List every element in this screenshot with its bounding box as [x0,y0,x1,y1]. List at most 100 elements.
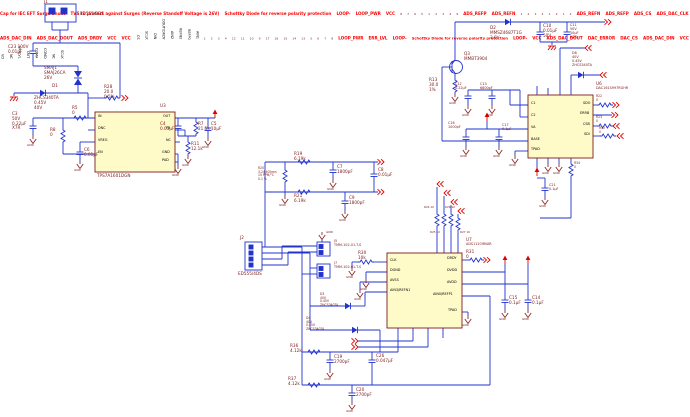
connector-j7 [316,263,331,279]
net-label-vcc: VCC [121,35,131,41]
net-label-ads-dac-din: ADS_DAC_DIN [0,35,32,41]
connector-j1 [44,3,77,23]
label-c21: C21 0.1µF [549,183,559,191]
part-j2: ED555/4DS [238,271,262,276]
note-schottky-2: Schottky Diode for reverse polarity prot… [411,36,509,41]
label-c6: C6 0.01µF [84,147,99,157]
pin-name-refn0: REFN0 [178,28,183,40]
net-label-vcc: VCC [679,35,689,41]
label-j5: J5 TMM-102-01-T-S [334,239,362,247]
net-label-ads-dac-din: ADS_DAC_DIN [643,35,675,41]
label-q3: Q3 MMBT3904 [464,51,488,61]
pin-name-clk: CLK [390,258,397,262]
pin-name-tpad: TPAD [448,308,457,312]
zener-diode-d2 [504,18,511,26]
label-c14: C14 0.1µF [532,295,544,305]
pin-number: 16 [274,36,279,41]
gnd-label: GND [539,204,546,208]
pin-number: 2 [527,12,530,16]
net-label-loop-pwr: LOOP_PWR [355,11,381,16]
part-u3: TPS7A1601DGN [97,173,131,178]
refdes-u7: U7 [466,237,472,242]
pin-name-sclk: SCLK [144,30,149,40]
net-label-err-lvl: ERR_LVL [368,35,388,41]
label-c23: C23 100V 0.01µF [8,44,29,54]
pin-number: 3 [217,36,220,41]
label-c8: C8 0.01µF [378,167,393,177]
label-c11: C11 50V 10µF X7R [570,23,579,39]
note-surge-shunt: Cap for IEC EFT Surge Shunt [0,11,66,16]
pin-number: 15 [283,36,288,41]
net-label-ads-refp: ADS_REFP [605,11,629,16]
pin-number: 7 [324,36,327,41]
net-label-ads-refp: ADS_REFP [463,11,487,16]
part-j1: ED555/2DS [80,11,104,16]
adc-ic-body [386,252,463,329]
net-label-dac-error: DAC_ERROR [587,35,616,41]
gnd-label: GND [172,173,179,177]
label-c13: C13 6800pF [480,82,493,90]
label-c9: C9 1800pF [349,195,365,205]
net-label-loop-minus: LOOP- [336,11,351,16]
vcc-flag [534,167,540,177]
label-c7: C7 1800pF [337,164,353,174]
pin-number: 1 [548,12,551,16]
gnd-label: GND [493,154,500,158]
refdes-u6: U6 [596,81,602,86]
gnd-label: GND [499,317,506,321]
pin-number: 5 [310,36,313,41]
pin-name-ain1: AIN1 [195,31,200,40]
pin-name-base: BASE [531,137,540,141]
refdes-d1: D1 [52,83,58,88]
pin-name-ain3: AIN3/REFN1 [390,288,411,292]
label-c19: C19 2700pF [334,354,350,364]
net-label-loop-pwr: LOOP_PWR [338,35,364,41]
connector-j5 [316,241,331,257]
pin-name-sclk: SCLK [59,49,64,59]
note-tvs: TVS to protect against Surges (Reverse S… [70,11,220,16]
gnd-label: GND [449,101,456,105]
label-c16: C16 1000pF [448,121,461,129]
label-d3: D3 40V 0.45V ZHCS340TA [320,292,339,307]
label-d8: D8 40V 0.45V ZHCS340TA [572,51,592,67]
gnd-label: GND [486,113,493,117]
pin-number: 2 [435,12,438,16]
pin-number: 13 [301,36,306,41]
net-label-ads-cs: ADS_CS [633,11,652,16]
gnd-label: GND [354,297,361,301]
pin-name-sdi: SDI [584,132,590,136]
label-r30: R30 10k [358,250,367,260]
pin-name-comd: COMD [42,47,47,59]
label-r23: R23 0 [596,115,603,123]
pin-name-fb: FB [166,126,171,130]
label-tvs: SMAJ1 SMAJ26CA 26V [44,65,66,80]
refdes-j1: J1 [44,0,48,4]
pin-name-tpad: TPAD [531,147,540,151]
pin-name-ain0: AIN0/REFP1 [433,292,453,296]
pin-name-dvdd: DVDD [447,268,458,272]
gnd-label: GND [346,409,353,413]
pin-number: 1 [520,12,523,16]
label-r21: R21 6.19k [294,193,306,203]
pin-name-out: OUT [163,114,171,118]
pin-number: 6 [414,12,417,16]
net-label-ads-dac-clk: ADS_DAC_CLK [656,11,689,16]
pin-name-din: DIN [153,33,158,40]
net-label-loop-minus: LOOP- [392,35,407,41]
pin-number: 3 [534,12,537,16]
pin-number: 14 [292,36,297,41]
pin-name-refp0: REFP0 [187,28,192,40]
label-r22: R22 0 [596,94,603,102]
label-r24: R24 10 [424,205,434,209]
gnd-label: GND [326,230,333,234]
label-r32: R32 0 [599,126,606,134]
pin-name-nc: NC [8,53,13,59]
pin-name-sdo: SDO [583,101,591,105]
label-r28: R28 20.0 0.5% [104,84,115,99]
component-symbols [29,18,617,401]
label-r31: R31 0 [466,249,475,259]
gnd-label: GND [462,323,469,327]
pin-number: 4 [224,36,227,41]
